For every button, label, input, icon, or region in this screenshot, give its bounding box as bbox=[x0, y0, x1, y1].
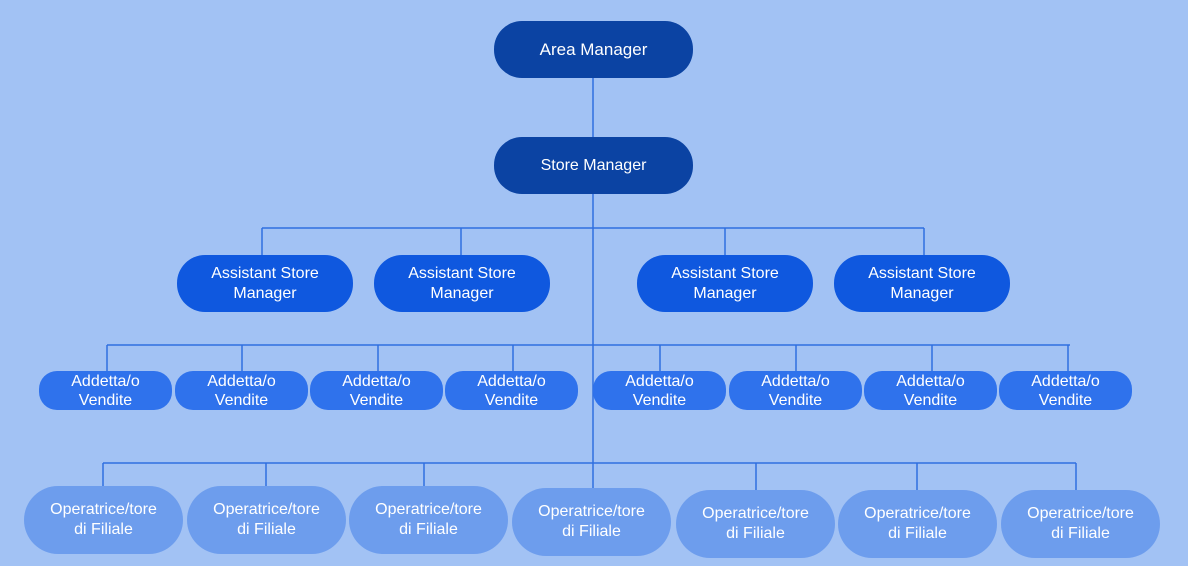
node-assistant-store-manager: Assistant Store Manager bbox=[637, 255, 813, 312]
node-assistant-store-manager: Assistant Store Manager bbox=[177, 255, 353, 312]
node-sales-staff: Addetta/o Vendite bbox=[999, 371, 1132, 410]
node-sales-staff: Addetta/o Vendite bbox=[175, 371, 308, 410]
node-sales-staff: Addetta/o Vendite bbox=[445, 371, 578, 410]
node-assistant-store-manager: Assistant Store Manager bbox=[834, 255, 1010, 312]
node-branch-operator: Operatrice/tore di Filiale bbox=[24, 486, 183, 554]
node-branch-operator: Operatrice/tore di Filiale bbox=[512, 488, 671, 556]
node-area-manager: Area Manager bbox=[494, 21, 693, 78]
node-branch-operator: Operatrice/tore di Filiale bbox=[349, 486, 508, 554]
node-branch-operator: Operatrice/tore di Filiale bbox=[187, 486, 346, 554]
node-sales-staff: Addetta/o Vendite bbox=[729, 371, 862, 410]
node-store-manager: Store Manager bbox=[494, 137, 693, 194]
node-branch-operator: Operatrice/tore di Filiale bbox=[838, 490, 997, 558]
node-branch-operator: Operatrice/tore di Filiale bbox=[1001, 490, 1160, 558]
node-sales-staff: Addetta/o Vendite bbox=[310, 371, 443, 410]
node-sales-staff: Addetta/o Vendite bbox=[593, 371, 726, 410]
node-branch-operator: Operatrice/tore di Filiale bbox=[676, 490, 835, 558]
node-sales-staff: Addetta/o Vendite bbox=[864, 371, 997, 410]
node-sales-staff: Addetta/o Vendite bbox=[39, 371, 172, 410]
node-assistant-store-manager: Assistant Store Manager bbox=[374, 255, 550, 312]
